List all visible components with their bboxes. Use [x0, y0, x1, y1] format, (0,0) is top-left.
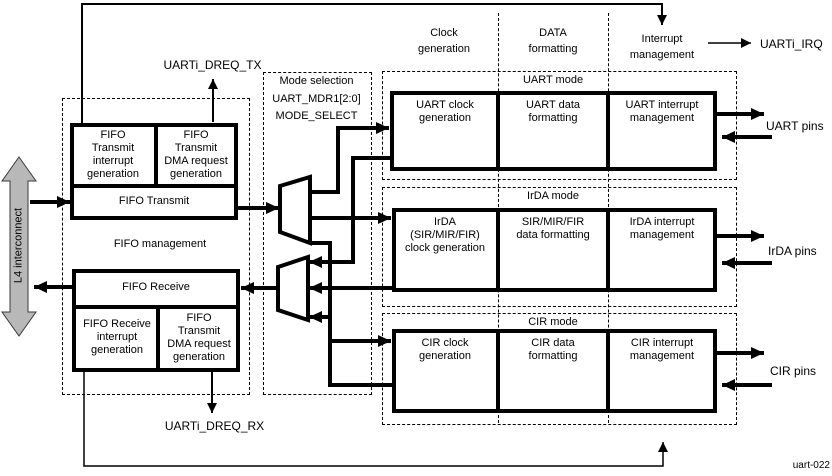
uart-divider-2: [606, 91, 610, 171]
irda-divider-2: [606, 208, 610, 292]
uart-mode-block: [390, 91, 717, 171]
fifo-transmit-v-divider: [154, 123, 158, 188]
cir-mode-block: [392, 329, 717, 413]
uart-divider-1: [496, 91, 500, 171]
irda-divider-1: [496, 208, 500, 292]
irda-mode-block: [392, 208, 717, 292]
cir-divider-2: [606, 329, 610, 413]
cir-divider-1: [496, 329, 500, 413]
fifo-receive-v-divider: [156, 305, 160, 372]
